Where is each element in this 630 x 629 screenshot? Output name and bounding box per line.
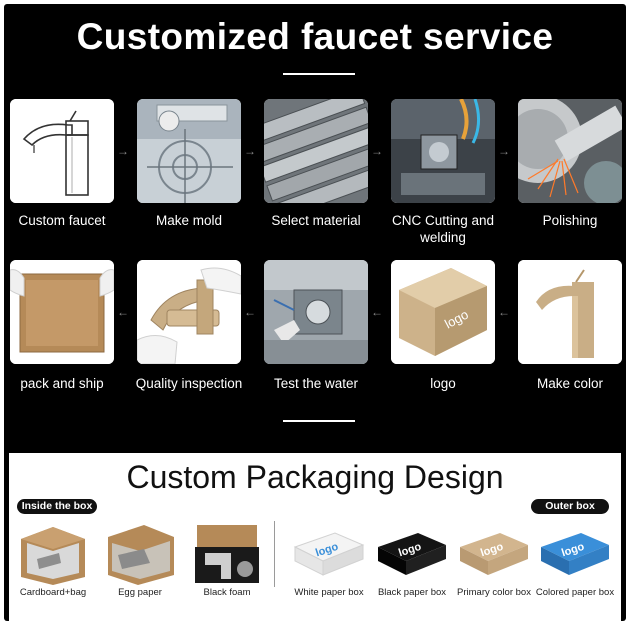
step-quality-inspection-image (137, 260, 241, 364)
step-make-color-image (518, 260, 622, 364)
black-foam-image (191, 519, 263, 587)
step-select-material-image (264, 99, 368, 203)
step-label-quality-inspection: Quality inspection (135, 376, 243, 391)
caption-black-paper-box: Black paper box (377, 587, 447, 598)
step-label-cnc-cutting: CNC Cutting and welding (391, 213, 495, 245)
packaging-section: Custom Packaging Design Inside the box O… (9, 453, 621, 621)
caption-cardboard-bag: Cardboard+bag (19, 587, 87, 598)
arrow-right-icon: → (371, 144, 383, 158)
arrow-left-icon: ← (117, 305, 129, 319)
title-divider (283, 73, 355, 75)
caption-white-paper-box: White paper box (294, 587, 364, 598)
step-test-the-water-image (264, 260, 368, 364)
arrow-left-icon: ← (498, 305, 510, 319)
step-make-mold-image (137, 99, 241, 203)
colored-paper-box-image: logo (537, 519, 611, 587)
step-label-custom-faucet: Custom faucet (18, 213, 106, 228)
outer-box-badge: Outer box (531, 499, 609, 514)
arrow-right-icon: → (244, 144, 256, 158)
step-label-polishing: Polishing (542, 213, 598, 228)
white-paper-box-image: logo (291, 519, 365, 587)
step-custom-faucet-image (10, 99, 114, 203)
primary-color-box-image: logo (456, 519, 530, 587)
caption-primary-color-box: Primary color box (457, 587, 531, 598)
step-label-make-mold: Make mold (155, 213, 223, 228)
step-cnc-cutting-image (391, 99, 495, 203)
step-polishing-image (518, 99, 622, 203)
step-label-test-the-water: Test the water (273, 376, 359, 391)
caption-egg-paper: Egg paper (118, 587, 162, 598)
arrow-right-icon: → (498, 144, 510, 158)
step-label-pack-and-ship: pack and ship (20, 376, 104, 391)
packaging-divider (274, 521, 275, 587)
section-divider (283, 420, 355, 422)
step-label-make-color: Make color (536, 376, 604, 391)
black-paper-box-image: logo (374, 519, 448, 587)
caption-colored-paper-box: Colored paper box (535, 587, 615, 598)
arrow-right-icon: → (117, 144, 129, 158)
step-logo-image: logo (391, 260, 495, 364)
step-label-logo: logo (430, 376, 456, 391)
page-title: Customized faucet service (76, 16, 554, 57)
step-label-select-material: Select material (271, 213, 361, 228)
arrow-left-icon: ← (371, 305, 383, 319)
inside-box-badge: Inside the box (17, 499, 97, 514)
caption-black-foam: Black foam (203, 587, 251, 598)
step-pack-and-ship-image (10, 260, 114, 364)
packaging-title: Custom Packaging Design (126, 459, 504, 495)
cardboard-bag-image (17, 519, 89, 587)
egg-paper-image (104, 519, 176, 587)
arrow-left-icon: ← (244, 305, 256, 319)
